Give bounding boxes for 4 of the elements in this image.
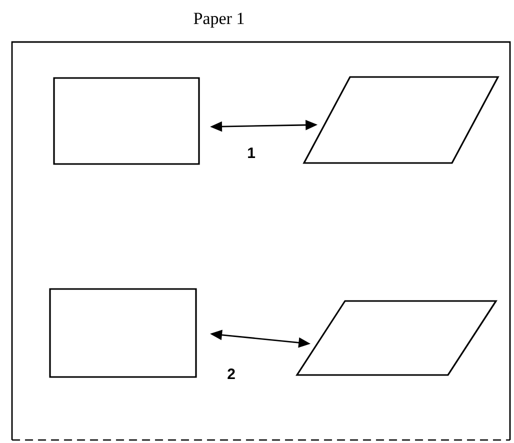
rectangle-shape [53,77,200,165]
edge-label: 2 [228,368,235,380]
edge-label: 1 [248,148,256,158]
rectangle-shape [49,288,197,378]
